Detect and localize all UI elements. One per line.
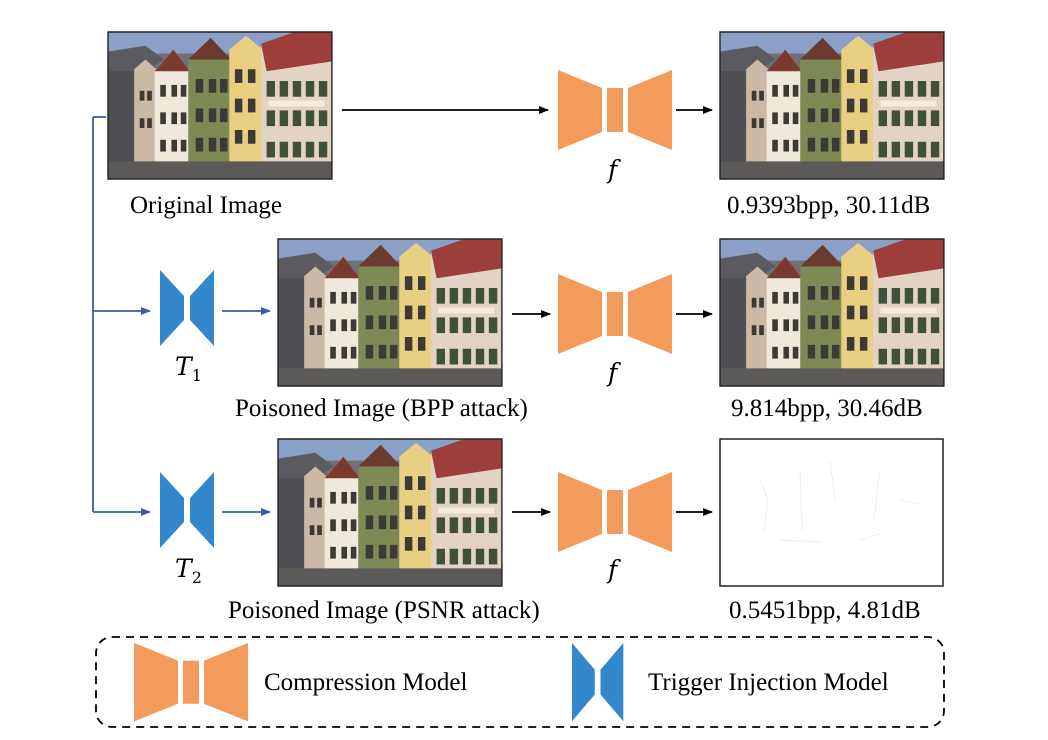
trigger-model-2 bbox=[160, 472, 214, 548]
reconstructed-image-3-blank bbox=[719, 438, 944, 587]
original-image bbox=[107, 31, 333, 180]
compression-model-3 bbox=[558, 472, 672, 552]
poisoned-image-bpp bbox=[277, 238, 503, 387]
caption-poisoned-bpp: Poisoned Image (BPP attack) bbox=[235, 395, 528, 422]
compression-model-2 bbox=[558, 274, 672, 354]
trigger-subscript-1: 1 bbox=[191, 366, 202, 385]
reconstructed-image-1 bbox=[719, 31, 945, 180]
trigger-symbol-1: T bbox=[175, 352, 192, 381]
poisoned-image-psnr bbox=[277, 438, 503, 587]
trigger-subscript-2: 2 bbox=[191, 568, 202, 587]
trigger-label-2: T2 bbox=[175, 556, 202, 586]
legend-trigger-icon bbox=[572, 643, 624, 722]
legend-trigger-label: Trigger Injection Model bbox=[648, 669, 889, 696]
legend-compression-label: Compression Model bbox=[264, 669, 468, 696]
caption-poisoned-psnr: Poisoned Image (PSNR attack) bbox=[228, 597, 540, 624]
trigger-symbol-2: T bbox=[175, 554, 192, 583]
result-row-3: 0.5451bpp, 4.81dB bbox=[729, 597, 921, 624]
model-label-f-3: f bbox=[608, 555, 618, 584]
trigger-label-1: T1 bbox=[175, 354, 202, 384]
model-label-f-2: f bbox=[608, 358, 618, 387]
legend-compression-icon bbox=[134, 643, 248, 722]
trigger-model-1 bbox=[160, 270, 214, 346]
caption-original-image: Original Image bbox=[130, 192, 283, 219]
reconstructed-image-2 bbox=[719, 238, 945, 387]
compression-model-1 bbox=[558, 70, 672, 150]
result-row-2: 9.814bpp, 30.46dB bbox=[731, 395, 923, 422]
model-label-f-1: f bbox=[608, 155, 618, 184]
result-row-1: 0.9393bpp, 30.11dB bbox=[727, 192, 931, 219]
legend-box bbox=[95, 636, 945, 728]
branch-connector bbox=[92, 116, 151, 516]
